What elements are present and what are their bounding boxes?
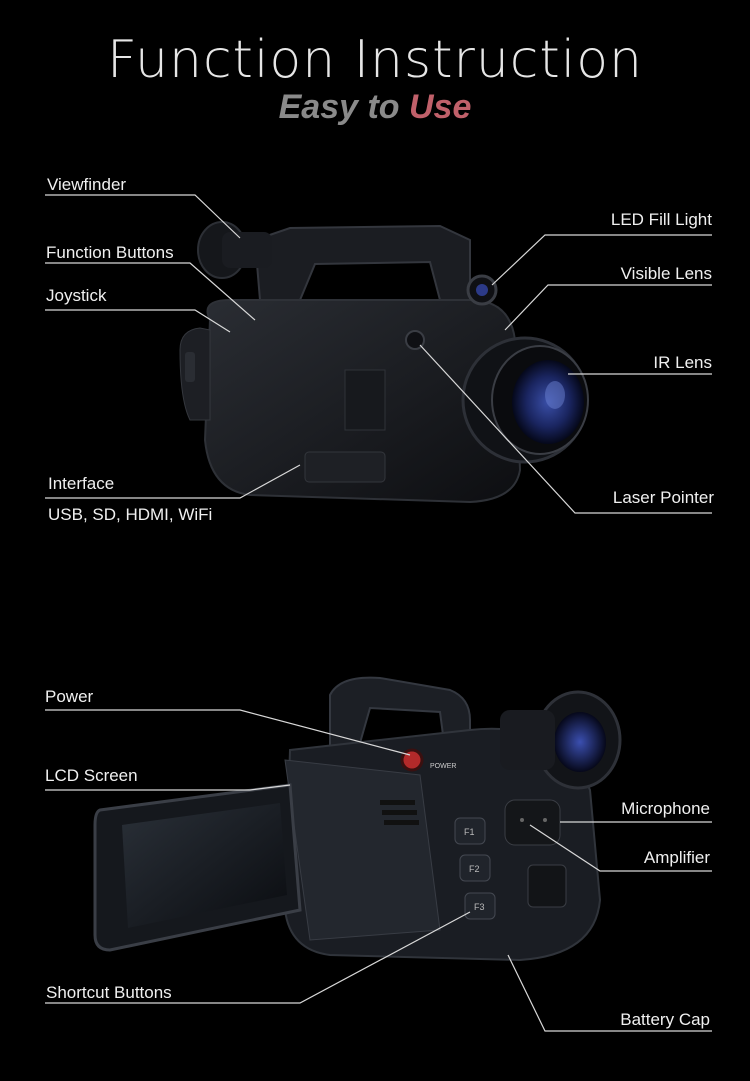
- subtitle-part1: Easy to: [278, 88, 409, 126]
- joystick-label: Joystick: [46, 286, 107, 305]
- visible-lens-label: Visible Lens: [620, 264, 712, 283]
- shortcut-buttons-label: Shortcut Buttons: [46, 983, 172, 1002]
- power-marking: POWER: [430, 763, 456, 770]
- f3-marking: F3: [474, 902, 485, 912]
- page-title: Function Instruction: [106, 30, 643, 90]
- power-label: Power: [45, 687, 94, 706]
- f2-marking: F2: [469, 864, 480, 874]
- camera-front-image: [179, 221, 589, 504]
- amplifier-label: Amplifier: [643, 848, 710, 867]
- lcd-screen-label: LCD Screen: [45, 766, 138, 785]
- interface-label: Interface: [48, 474, 115, 493]
- battery-cap-label: Battery Cap: [620, 1010, 710, 1029]
- led-fill-light-label: LED Fill Light: [610, 210, 712, 229]
- camera-rear-image: POWER F1 F2 F3: [93, 676, 622, 962]
- viewfinder-label: Viewfinder: [47, 175, 127, 194]
- interface-detail-label: USB, SD, HDMI, WiFi: [48, 505, 213, 524]
- page-subtitle: Easy to Use: [0, 88, 750, 127]
- subtitle-part2: Use: [409, 88, 472, 126]
- microphone-label: Microphone: [621, 799, 710, 818]
- f1-marking: F1: [464, 827, 475, 837]
- laser-pointer-label: Laser Pointer: [612, 488, 714, 507]
- function-buttons-label: Function Buttons: [46, 243, 174, 262]
- ir-lens-label: IR Lens: [653, 353, 712, 372]
